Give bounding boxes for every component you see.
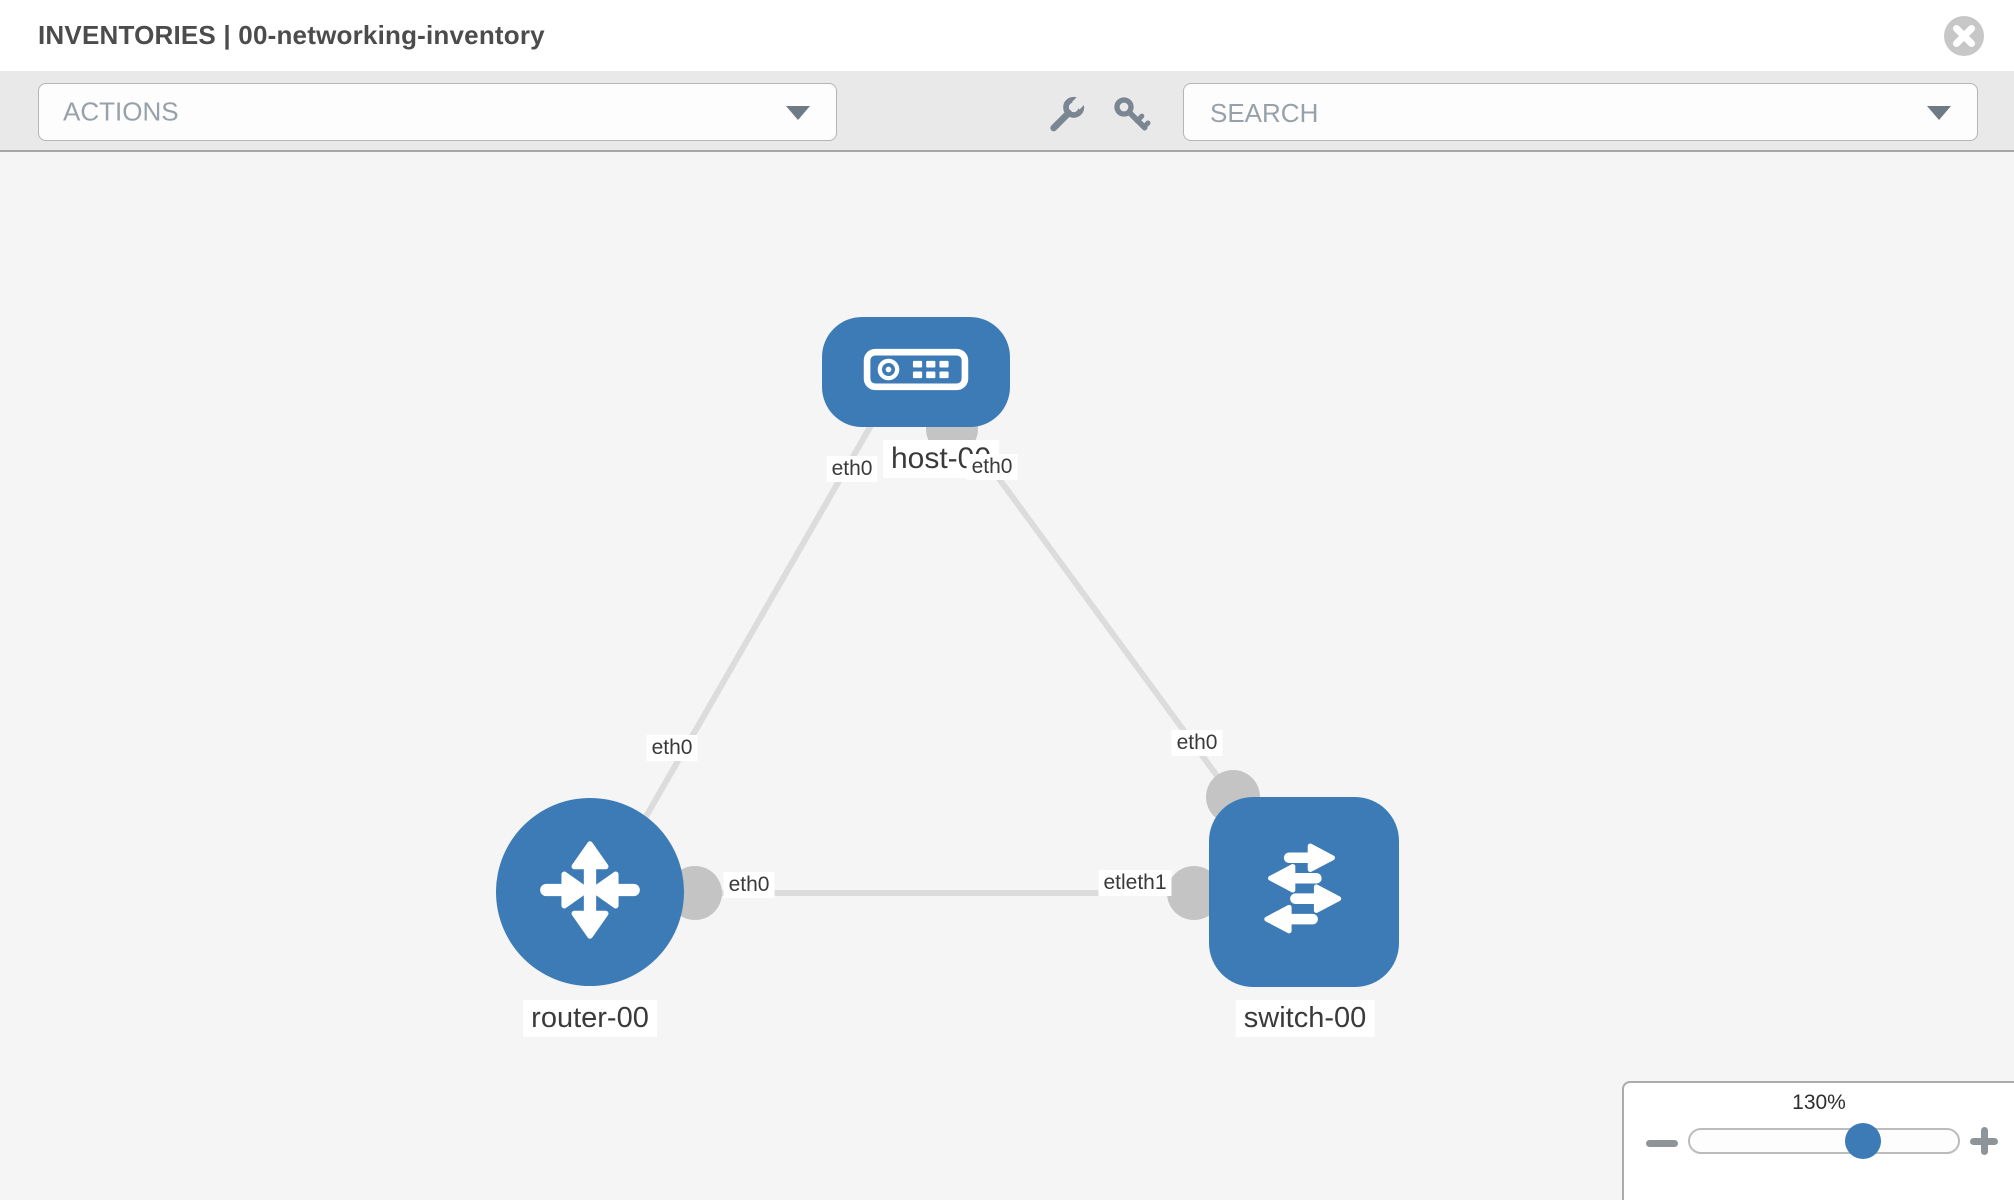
actions-dropdown[interactable]: ACTIONS — [38, 83, 837, 141]
node-label-router-00: router-00 — [523, 1000, 657, 1037]
node-label-switch-00: switch-00 — [1235, 1000, 1375, 1037]
zoom-level: 130% — [1792, 1091, 1846, 1114]
chevron-down-icon — [1927, 106, 1951, 120]
topology-canvas[interactable]: host-00 router-00 switch-00 eth0 eth0 et… — [0, 153, 2014, 1200]
close-icon[interactable] — [1943, 15, 1985, 57]
zoom-in-button[interactable] — [1970, 1127, 1998, 1155]
iface-label-host-right: eth0 — [966, 454, 1018, 480]
zoom-out-button[interactable] — [1646, 1131, 1678, 1155]
interface-connector-switch-left[interactable] — [1167, 866, 1221, 920]
iface-label-host-left: eth0 — [826, 456, 878, 482]
minus-icon — [1646, 1140, 1678, 1147]
iface-label-router-top: eth0 — [646, 735, 698, 761]
router-icon — [534, 834, 646, 951]
topology-links-layer — [595, 399, 1260, 920]
iface-label-switch-left: etleth1 — [1098, 870, 1172, 896]
switch-icon — [1242, 828, 1366, 957]
search-input[interactable] — [1208, 90, 1892, 136]
toolbar: ACTIONS — [0, 71, 2014, 152]
chevron-down-icon — [786, 106, 810, 120]
iface-label-router-right: eth0 — [723, 872, 775, 898]
zoom-slider-thumb[interactable] — [1845, 1123, 1881, 1159]
header: INVENTORIES | 00-networking-inventory — [0, 0, 2014, 71]
zoom-panel: 130% — [1622, 1081, 2014, 1200]
page-title: INVENTORIES | 00-networking-inventory — [38, 20, 545, 50]
server-icon — [863, 348, 969, 396]
search-dropdown[interactable] — [1183, 83, 1978, 141]
node-router-00[interactable] — [496, 798, 684, 986]
actions-dropdown-label: ACTIONS — [63, 96, 179, 127]
zoom-slider-track[interactable] — [1688, 1123, 1960, 1159]
node-switch-00[interactable] — [1209, 797, 1399, 987]
key-icon[interactable] — [1112, 95, 1152, 140]
wrench-icon[interactable] — [1046, 94, 1088, 140]
iface-label-switch-top: eth0 — [1171, 730, 1223, 756]
node-host-00[interactable] — [822, 317, 1010, 427]
